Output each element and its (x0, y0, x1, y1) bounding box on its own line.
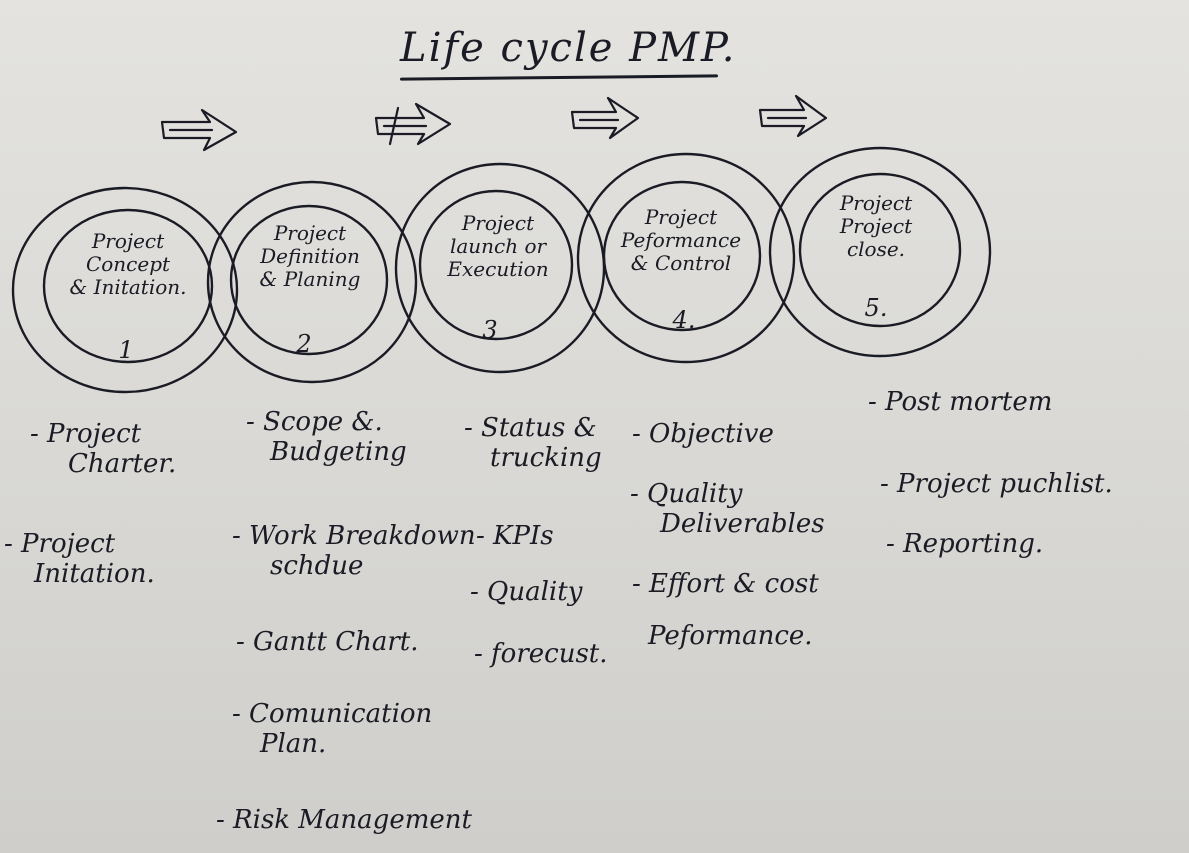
phase-1-line-1: Project (91, 229, 165, 253)
phase-5-line-3: close. (846, 237, 906, 261)
phase-4-label: Project Peformance & Control (606, 206, 756, 275)
activity-line: - Comunication (232, 699, 433, 729)
phase-4-outer-ring (576, 152, 796, 364)
activity-line: - KPIs (476, 521, 554, 551)
phase-2-line-2: Definition (260, 244, 360, 268)
activity-line: Budgeting (270, 436, 407, 467)
phase-3-inner-ring (418, 189, 574, 341)
phase-5-number: 5. (864, 294, 888, 322)
phase-3-line-2: launch or (449, 234, 547, 258)
activity-line: - Post mortem (868, 387, 1053, 417)
phase-5-line-1: Project (839, 191, 913, 215)
phase-2-activity-4: - Comunication Plan. (232, 699, 433, 760)
phase-1-activity-1: - Project Charter. (30, 419, 177, 480)
phase-2-number: 2 (296, 330, 312, 358)
phase-2-inner-ring (229, 204, 389, 356)
phase-2-label: Project Definition & Planing (240, 222, 380, 291)
phase-4-activity-3: - Effort & cost Peformance. (632, 569, 819, 652)
activity-line: - Status & (464, 413, 597, 443)
activity-line: trucking (490, 442, 602, 473)
phase-5-label: Project Project close. (806, 192, 946, 261)
page-title: Life cycle PMP. (400, 25, 737, 71)
activity-line: - Project (30, 419, 142, 449)
phase-3-number: 3 (482, 316, 498, 344)
activity-line: - Objective (632, 419, 774, 449)
phase-1-number: 1 (118, 336, 134, 364)
phase-3-line-1: Project (461, 211, 535, 235)
double-arrow-icon (758, 94, 828, 138)
activity-line: schdue (270, 550, 364, 581)
phase-2-activity-5: - Risk Management (216, 805, 472, 836)
phase-1-activity-2: - Project Initation. (4, 529, 155, 590)
phase-3-activity-4: - forecust. (474, 639, 608, 670)
activity-line: Deliverables (660, 508, 825, 539)
phase-5-line-2: Project (839, 214, 913, 238)
phase-3-activity-3: - Quality (470, 577, 583, 608)
activity-line: - Scope &. (246, 407, 383, 437)
phase-1-outer-ring (11, 186, 239, 394)
phase-1-label: Project Concept & Initation. (58, 230, 198, 299)
double-arrow-icon (160, 108, 238, 152)
phase-5-outer-ring (768, 146, 992, 358)
activity-line: - Effort & cost (632, 569, 819, 599)
double-arrow-icon (570, 96, 640, 140)
phase-2-activity-3: - Gantt Chart. (236, 627, 419, 658)
activity-line: - Work Breakdown (232, 521, 476, 551)
phase-4-line-1: Project (644, 205, 718, 229)
phase-5-inner-ring (798, 172, 962, 328)
activity-line: - Project puchlist. (880, 469, 1113, 499)
phase-5-activity-2: - Project puchlist. (880, 469, 1113, 500)
phase-1-inner-ring (42, 208, 214, 364)
activity-line: - Gantt Chart. (236, 627, 419, 657)
activity-line: Plan. (260, 728, 327, 759)
phase-4-line-3: & Control (630, 251, 732, 275)
activity-line: - Project (4, 529, 116, 559)
phase-3-line-3: Execution (447, 257, 549, 281)
activity-line: - Quality (630, 479, 743, 509)
phase-2-line-1: Project (273, 221, 347, 245)
phase-1-line-3: & Initation. (69, 275, 187, 299)
phase-4-activity-2: - Quality Deliverables (630, 479, 825, 540)
phase-4-number: 4. (672, 306, 696, 334)
phase-4-activity-1: - Objective (632, 419, 774, 450)
phase-2-activity-1: - Scope &. Budgeting (246, 407, 407, 468)
phase-3-activity-2: - KPIs (476, 521, 554, 552)
phase-4-line-2: Peformance (620, 228, 742, 252)
phase-5-activity-1: - Post mortem (868, 387, 1053, 418)
activity-line: - Quality (470, 577, 583, 607)
phase-2-activity-2: - Work Breakdown schdue (232, 521, 476, 582)
activity-line: Charter. (68, 448, 177, 479)
activity-line: - Reporting. (886, 529, 1044, 559)
double-arrow-icon (374, 102, 452, 146)
phase-3-activity-1: - Status & trucking (464, 413, 602, 474)
phase-3-label: Project launch or Execution (428, 212, 568, 281)
phase-4-inner-ring (602, 180, 762, 332)
activity-line: Initation. (34, 558, 155, 589)
phase-1-line-2: Concept (85, 252, 171, 276)
activity-line: - forecust. (474, 639, 608, 669)
activity-line: Peformance. (648, 620, 813, 651)
phase-2-line-3: & Planing (259, 267, 361, 291)
phase-2-outer-ring (206, 180, 418, 384)
phase-5-activity-3: - Reporting. (886, 529, 1044, 560)
activity-line: - Risk Management (216, 805, 472, 835)
